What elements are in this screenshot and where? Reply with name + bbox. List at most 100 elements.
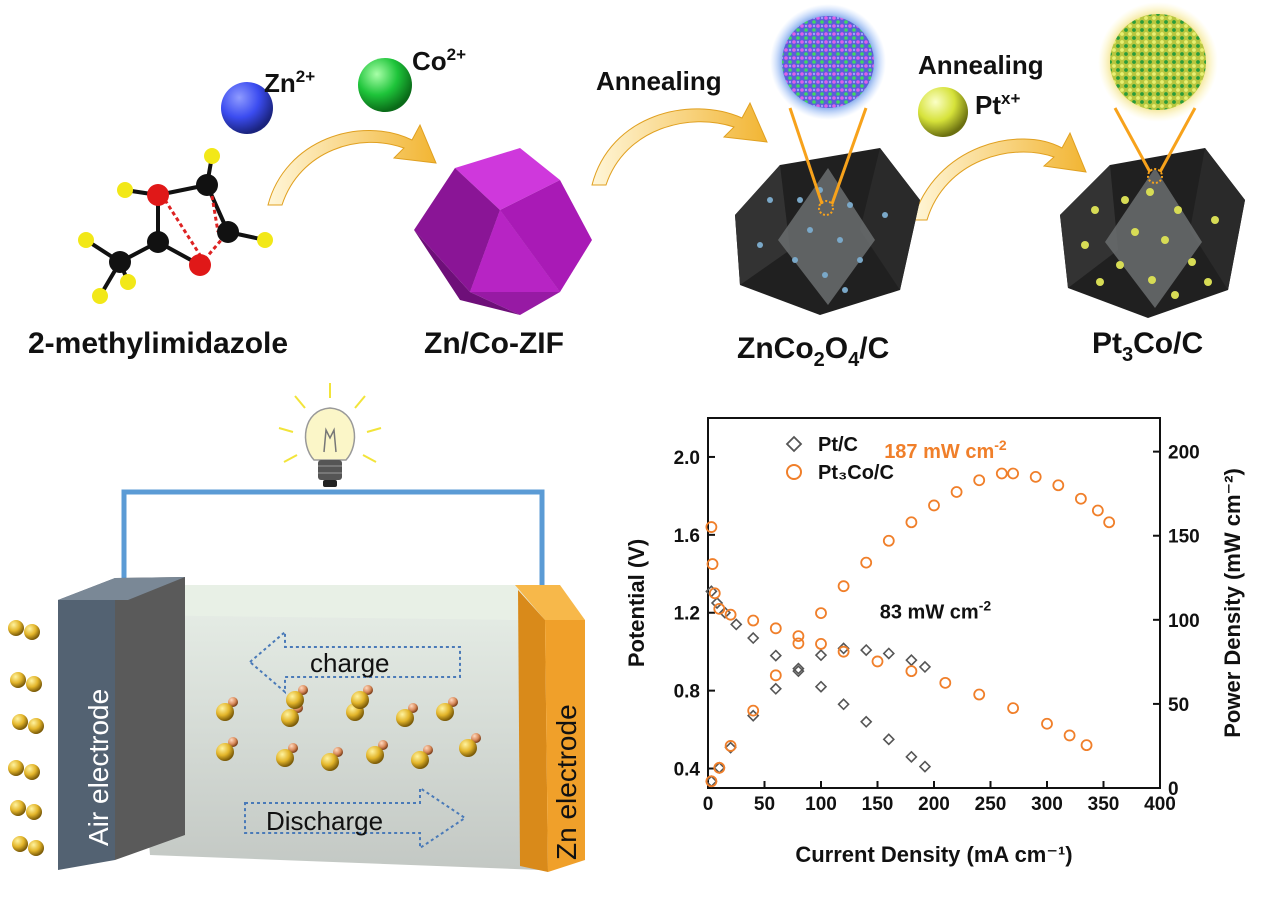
ion-small — [448, 697, 458, 707]
precursor-label: 2-methylimidazole — [28, 327, 288, 360]
power-point — [837, 580, 850, 593]
ion-large — [321, 753, 339, 771]
y2-tick-label: 150 — [1168, 527, 1200, 548]
power-point — [724, 741, 737, 754]
polarization-point — [718, 606, 732, 619]
polarization-point — [710, 596, 724, 610]
oxygen-atom — [10, 672, 26, 688]
y2-tick-label: 50 — [1168, 695, 1189, 716]
ion-large — [216, 743, 234, 761]
polarization-point — [769, 622, 782, 635]
zif-label: Zn/Co-ZIF — [424, 327, 564, 360]
oxygen-atom — [8, 620, 24, 636]
power-point — [705, 775, 718, 788]
arrow-to-zif — [267, 123, 437, 206]
y2-tick-label: 0 — [1168, 779, 1179, 800]
ion-large — [276, 749, 294, 767]
zinc-air-battery: Air electrode Zn electrode charge Discha… — [8, 383, 585, 872]
zn-ion-sphere — [221, 82, 273, 134]
polarization-point — [730, 618, 743, 631]
alloy-polyhedron — [1060, 2, 1245, 318]
ion-large — [216, 703, 234, 721]
power-point — [1052, 479, 1065, 492]
polarization-point — [1080, 739, 1093, 752]
ion-large — [459, 739, 477, 757]
polarization-point — [708, 587, 721, 600]
power-point — [860, 643, 873, 657]
legend-label: Pt₃Co/C — [818, 462, 894, 484]
charge-label: charge — [310, 648, 390, 678]
x-tick-label: 400 — [1144, 794, 1176, 815]
pt-ion-sphere — [918, 87, 968, 137]
polarization-point — [747, 614, 760, 627]
co-ion-sphere — [358, 58, 412, 112]
power-point — [973, 474, 986, 487]
polarization-point — [705, 521, 718, 533]
annotation-peak-ptc: 83 mW cm-2 — [880, 597, 992, 623]
ion-small — [228, 737, 238, 747]
air-electrode-label: Air electrode — [83, 689, 114, 846]
polarization-point — [706, 558, 719, 570]
polarization-point — [871, 655, 884, 668]
polarization-point — [747, 631, 760, 645]
power-point — [814, 649, 828, 662]
light-bulb-icon — [278, 383, 382, 487]
zn-electrode — [515, 585, 585, 872]
oxygen-atom — [8, 760, 24, 776]
ion-small — [408, 703, 418, 713]
annealing-label-1: Annealing — [596, 66, 722, 96]
polarization-point — [939, 676, 952, 689]
electrolyte-ions — [216, 685, 481, 771]
discharge-arrow — [244, 786, 467, 850]
oxygen-atom — [24, 624, 40, 640]
oxygen-atom — [26, 676, 42, 692]
polarization-point — [905, 665, 918, 678]
power-point — [792, 637, 805, 650]
charge-arrow — [248, 629, 461, 695]
ion-large — [286, 691, 304, 709]
y-tick-label: 2.0 — [674, 448, 700, 469]
legend-marker — [785, 435, 803, 453]
y2-axis-label: Power Density (mW cm⁻²) — [1220, 468, 1245, 738]
polarization-point — [769, 649, 782, 662]
ion-large — [351, 691, 369, 709]
x-tick-label: 150 — [862, 794, 894, 815]
y-tick-label: 1.2 — [674, 604, 700, 625]
co-ion-label: Co2+ — [412, 45, 466, 76]
polarization-point — [1041, 717, 1053, 730]
power-point — [1029, 470, 1042, 483]
x-tick-label: 350 — [1088, 794, 1120, 815]
air-electrode — [58, 577, 185, 870]
polarization-point — [1007, 702, 1019, 715]
polarization-point — [792, 630, 805, 643]
power-point — [1091, 504, 1104, 517]
oxygen-molecules — [8, 620, 44, 856]
power-point — [1075, 492, 1087, 505]
electrolyte-cell-top — [180, 585, 545, 620]
ion-large — [396, 709, 414, 727]
power-point — [747, 704, 760, 717]
power-point — [792, 662, 805, 675]
y2-tick-label: 200 — [1168, 443, 1200, 464]
ion-small — [378, 740, 388, 750]
polarization-point — [837, 645, 850, 658]
legend: Pt/C Pt₃Co/C — [785, 434, 894, 484]
zif-polyhedron — [414, 148, 592, 315]
power-point — [713, 761, 726, 774]
oxygen-atom — [28, 840, 44, 856]
polarization-point — [814, 680, 828, 693]
legend-label: Pt/C — [818, 434, 858, 456]
ion-small — [333, 747, 343, 757]
electrolyte-cell — [130, 615, 540, 870]
polarization-point — [973, 688, 986, 701]
power-point — [769, 682, 782, 695]
oxygen-atom — [28, 718, 44, 734]
polarization-point — [1063, 729, 1076, 742]
power-point — [905, 654, 918, 667]
power-point — [995, 467, 1008, 480]
zn-electrode-label: Zn electrode — [551, 704, 582, 860]
power-point — [724, 740, 737, 752]
ion-small — [228, 697, 238, 707]
polarization-point — [815, 637, 827, 650]
